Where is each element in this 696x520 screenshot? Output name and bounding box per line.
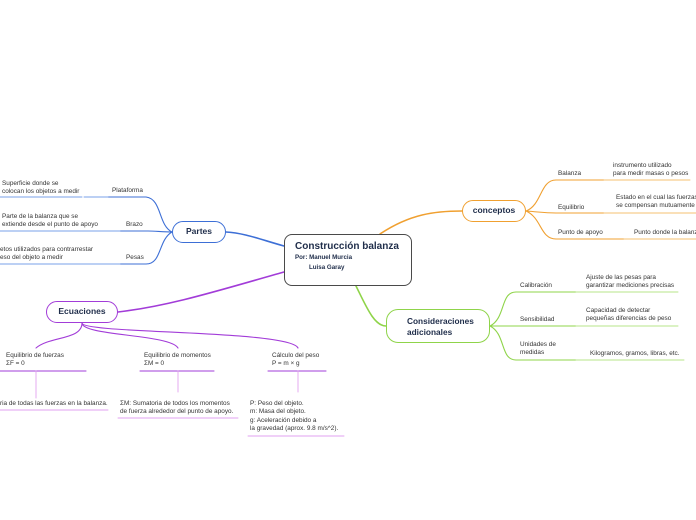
detail-brazo[interactable]: Parte de la balanza que se extiende desd… [2, 213, 98, 229]
link-ecuaciones-fuerzas [35, 322, 83, 349]
central-topic[interactable]: Construcción balanza Por: Manuel Murcia … [284, 234, 412, 286]
subtopic-brazo[interactable]: Brazo [126, 221, 143, 228]
link-consid-calibracion [489, 291, 517, 327]
detail-sensibilidad[interactable]: Capacidad de detectar pequeñas diferenci… [586, 307, 672, 323]
link-central-ecuaciones [117, 271, 285, 313]
subtopic-pesas[interactable]: Pesas [126, 254, 144, 261]
link-conceptos-equilibrio [525, 210, 557, 214]
link-partes-pesas [145, 231, 173, 265]
link-ecuaciones-peso [81, 322, 299, 349]
detail-punto-apoyo[interactable]: Punto donde la balanza [634, 229, 696, 236]
link-partes-plataforma [145, 196, 173, 233]
detail-calculo-peso[interactable]: P: Peso del objeto. m: Masa del objeto. … [250, 400, 339, 433]
link-ecuaciones-momentos [81, 322, 179, 349]
detail-balanza[interactable]: instrumento utilizado para medir masas o… [613, 162, 689, 178]
detail-calibracion[interactable]: Ajuste de las pesas para garantizar medi… [586, 274, 675, 290]
subtopic-calculo-peso[interactable]: Cálculo del peso P = m × g [272, 352, 320, 368]
topic-consideraciones[interactable]: Consideraciones adicionales [386, 309, 490, 343]
subtopic-balanza[interactable]: Balanza [558, 170, 582, 177]
link-conceptos-balanza [525, 179, 557, 212]
subtopic-sensibilidad[interactable]: Sensibilidad [520, 316, 555, 323]
link-central-partes [225, 231, 285, 247]
detail-plataforma[interactable]: Superficie donde se colocan los objetos … [2, 180, 80, 196]
central-author-1: Por: Manuel Murcia [295, 254, 353, 261]
topic-conceptos[interactable]: conceptos [462, 200, 526, 222]
subtopic-calibracion[interactable]: Calibración [520, 282, 552, 289]
subtopic-punto-apoyo[interactable]: Punto de apoyo [558, 229, 603, 236]
subtopic-equilibrio-momentos[interactable]: Equilibrio de momentos ΣM = 0 [144, 352, 211, 368]
detail-equilibrio[interactable]: Estado en el cual las fuerzas se compens… [616, 194, 696, 210]
detail-pesas[interactable]: etos utilizados para contrarrestar eso d… [0, 246, 94, 262]
detail-equilibrio-momentos[interactable]: ΣM: Sumatoria de todos los momentos de f… [120, 400, 234, 416]
link-conceptos-punto [525, 210, 557, 240]
central-title: Construcción balanza [295, 241, 399, 252]
topic-ecuaciones[interactable]: Ecuaciones [46, 301, 118, 323]
link-consid-unidades [489, 325, 517, 361]
link-central-consideraciones [355, 285, 387, 327]
subtopic-unidades[interactable]: Unidades de medidas [520, 341, 556, 357]
link-partes-brazo [147, 230, 173, 233]
subtopic-equilibrio[interactable]: Equilibrio [558, 204, 585, 211]
subtopic-plataforma[interactable]: Plataforma [112, 187, 143, 194]
detail-unidades[interactable]: Kilogramos, gramos, libras, etc. [590, 350, 680, 357]
detail-equilibrio-fuerzas[interactable]: ria de todas las fuerzas en la balanza. [0, 400, 108, 407]
link-central-conceptos [379, 210, 463, 235]
subtopic-equilibrio-fuerzas[interactable]: Equilibrio de fuerzas ΣF = 0 [6, 352, 64, 368]
topic-partes[interactable]: Partes [172, 221, 226, 243]
central-author-2: Luisa Garay [309, 264, 345, 271]
